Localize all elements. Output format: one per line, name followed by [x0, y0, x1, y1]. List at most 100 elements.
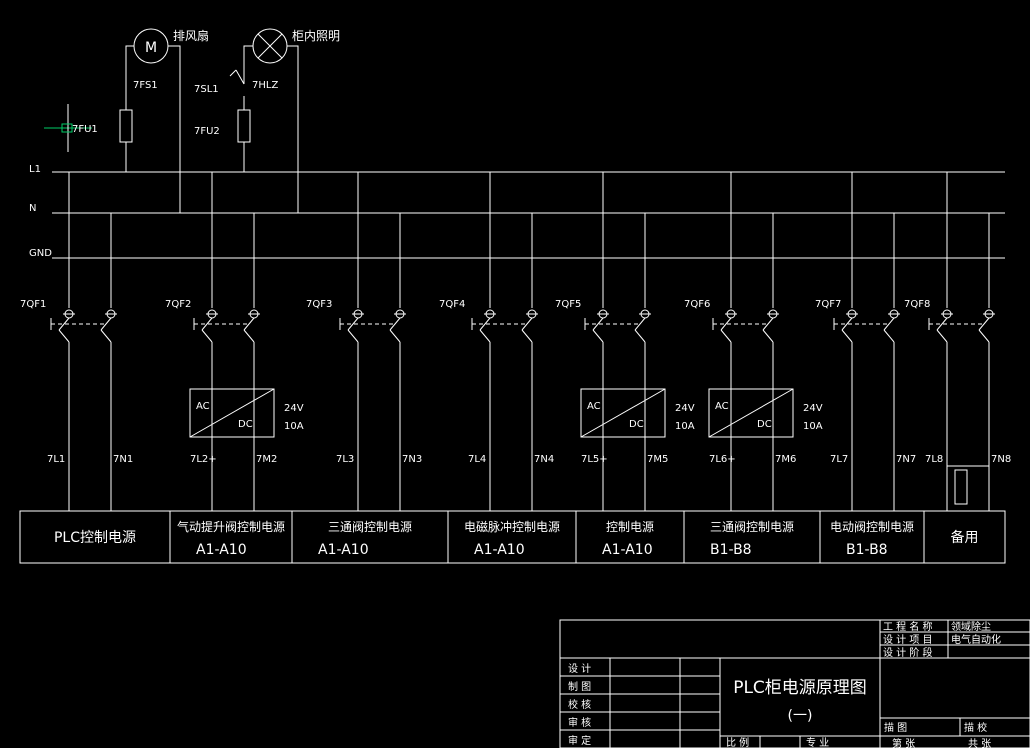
terminal-strip	[954, 469, 968, 505]
design-item-value: 电气自动化	[951, 633, 1001, 646]
bus-gnd-label: GND	[29, 248, 52, 259]
fuse2-id: 7FU2	[194, 126, 220, 137]
wire-label-n: 7M2	[256, 454, 277, 465]
lamp-switch-blade	[235, 69, 245, 85]
fan-circuit: M 排风扇 7FS1	[119, 28, 209, 213]
breaker-label: 7QF7	[815, 299, 841, 310]
converter-current: 10A	[803, 421, 823, 432]
box-range: B1-B8	[710, 542, 752, 558]
wire-label-n: 7M6	[775, 454, 796, 465]
converter-ac: AC	[196, 401, 210, 412]
wire-label-n: 7N3	[402, 454, 422, 465]
sheet-total: 共 张	[968, 738, 991, 748]
design-item-label: 设 计 项 目	[883, 633, 933, 646]
bus-l1-label: L1	[29, 164, 41, 175]
breaker-label: 7QF1	[20, 299, 46, 310]
lamp-switch-id: 7SL1	[194, 84, 219, 95]
fan-wire-right	[168, 45, 181, 213]
wire-label-l: 7L7	[830, 454, 848, 465]
converter-dc: DC	[238, 419, 253, 430]
lamp-label: 柜内照明	[292, 29, 340, 43]
box-range: A1-A10	[602, 542, 653, 558]
fan-fuse	[119, 109, 133, 143]
box-title: 备用	[951, 529, 979, 546]
branch-4: 7QF4 7L4 7N4	[439, 172, 554, 511]
major-label: 专 业	[806, 736, 829, 748]
wire-label-n: 7N1	[113, 454, 133, 465]
label-box-5: 控制电源 A1-A10	[602, 520, 654, 558]
converter-current: 10A	[284, 421, 304, 432]
converter-current: 10A	[675, 421, 695, 432]
label-box-1: PLC控制电源	[54, 530, 136, 546]
converter-voltage: 24V	[675, 403, 695, 414]
fan-label: 排风扇	[173, 28, 209, 43]
role-design: 设 计	[568, 662, 591, 675]
design-stage-label: 设 计 阶 段	[883, 646, 933, 659]
box-title: 电动阀控制电源	[830, 520, 914, 534]
wire-label-l: 7L5+	[581, 454, 608, 465]
breaker-label: 7QF6	[684, 299, 710, 310]
box-title: 三通阀控制电源	[710, 520, 794, 534]
converter-voltage: 24V	[803, 403, 823, 414]
fuse1-id: 7FU1	[72, 124, 98, 135]
box-range: A1-A10	[318, 542, 369, 558]
project-name-value: 领域除尘	[951, 620, 991, 633]
label-box-8: 备用	[951, 529, 979, 546]
wire-label-l: 7L2+	[190, 454, 217, 465]
wire-label-l: 7L4	[468, 454, 486, 465]
acdc-converter	[189, 388, 275, 438]
drawing-subtitle: (一)	[788, 708, 813, 724]
fan-wire-left	[125, 45, 134, 110]
wire-label-n: 7N4	[534, 454, 554, 465]
box-title: 三通阀控制电源	[328, 520, 412, 534]
breaker-label: 7QF5	[555, 299, 581, 310]
role-drawing: 制 图	[568, 680, 591, 693]
label-box-3: 三通阀控制电源 A1-A10	[318, 520, 412, 558]
lamp-wire-right	[287, 45, 299, 213]
branch-3: 7QF3 7L3 7N3	[306, 172, 422, 511]
project-name-label: 工 程 名 称	[883, 620, 933, 633]
trace-check-label: 描 校	[964, 721, 987, 734]
box-title: 电磁脉冲控制电源	[464, 519, 560, 534]
acdc-converter	[580, 388, 666, 438]
converter-ac: AC	[587, 401, 601, 412]
bus-lines: L1 N GND	[29, 164, 1005, 259]
breaker-label: 7QF4	[439, 299, 465, 310]
converter-dc: DC	[629, 419, 644, 430]
scale-label: 比 例	[726, 736, 749, 748]
fuse1-marker: 7FU1	[44, 104, 98, 152]
drawing-title: PLC柜电源原理图	[733, 678, 867, 698]
wire-label-n: 7N7	[896, 454, 916, 465]
role-review: 审 核	[568, 716, 591, 729]
box-range: A1-A10	[196, 542, 247, 558]
box-title: 控制电源	[606, 520, 654, 534]
trace-label: 描 图	[884, 721, 907, 734]
acdc-converter	[708, 388, 794, 438]
converter-voltage: 24V	[284, 403, 304, 414]
role-approve: 审 定	[568, 734, 591, 747]
sheet-number: 第 张	[892, 737, 915, 748]
wire-label-l: 7L3	[336, 454, 354, 465]
breaker-label: 7QF2	[165, 299, 191, 310]
wire-label-l: 7L6+	[709, 454, 736, 465]
wire-label-l: 7L8	[925, 454, 943, 465]
breaker-label: 7QF8	[904, 299, 930, 310]
lamp-circuit: 柜内照明 7SL1 7HLZ 7FU2	[194, 28, 340, 213]
breaker-label: 7QF3	[306, 299, 332, 310]
label-box-frame	[19, 510, 1006, 564]
bus-n-label: N	[29, 203, 36, 214]
converter-ac: AC	[715, 401, 729, 412]
lamp-fuse	[237, 109, 251, 143]
box-title: PLC控制电源	[54, 530, 136, 546]
fan-motor-letter: M	[145, 40, 157, 56]
label-box-6: 三通阀控制电源 B1-B8	[710, 520, 794, 558]
